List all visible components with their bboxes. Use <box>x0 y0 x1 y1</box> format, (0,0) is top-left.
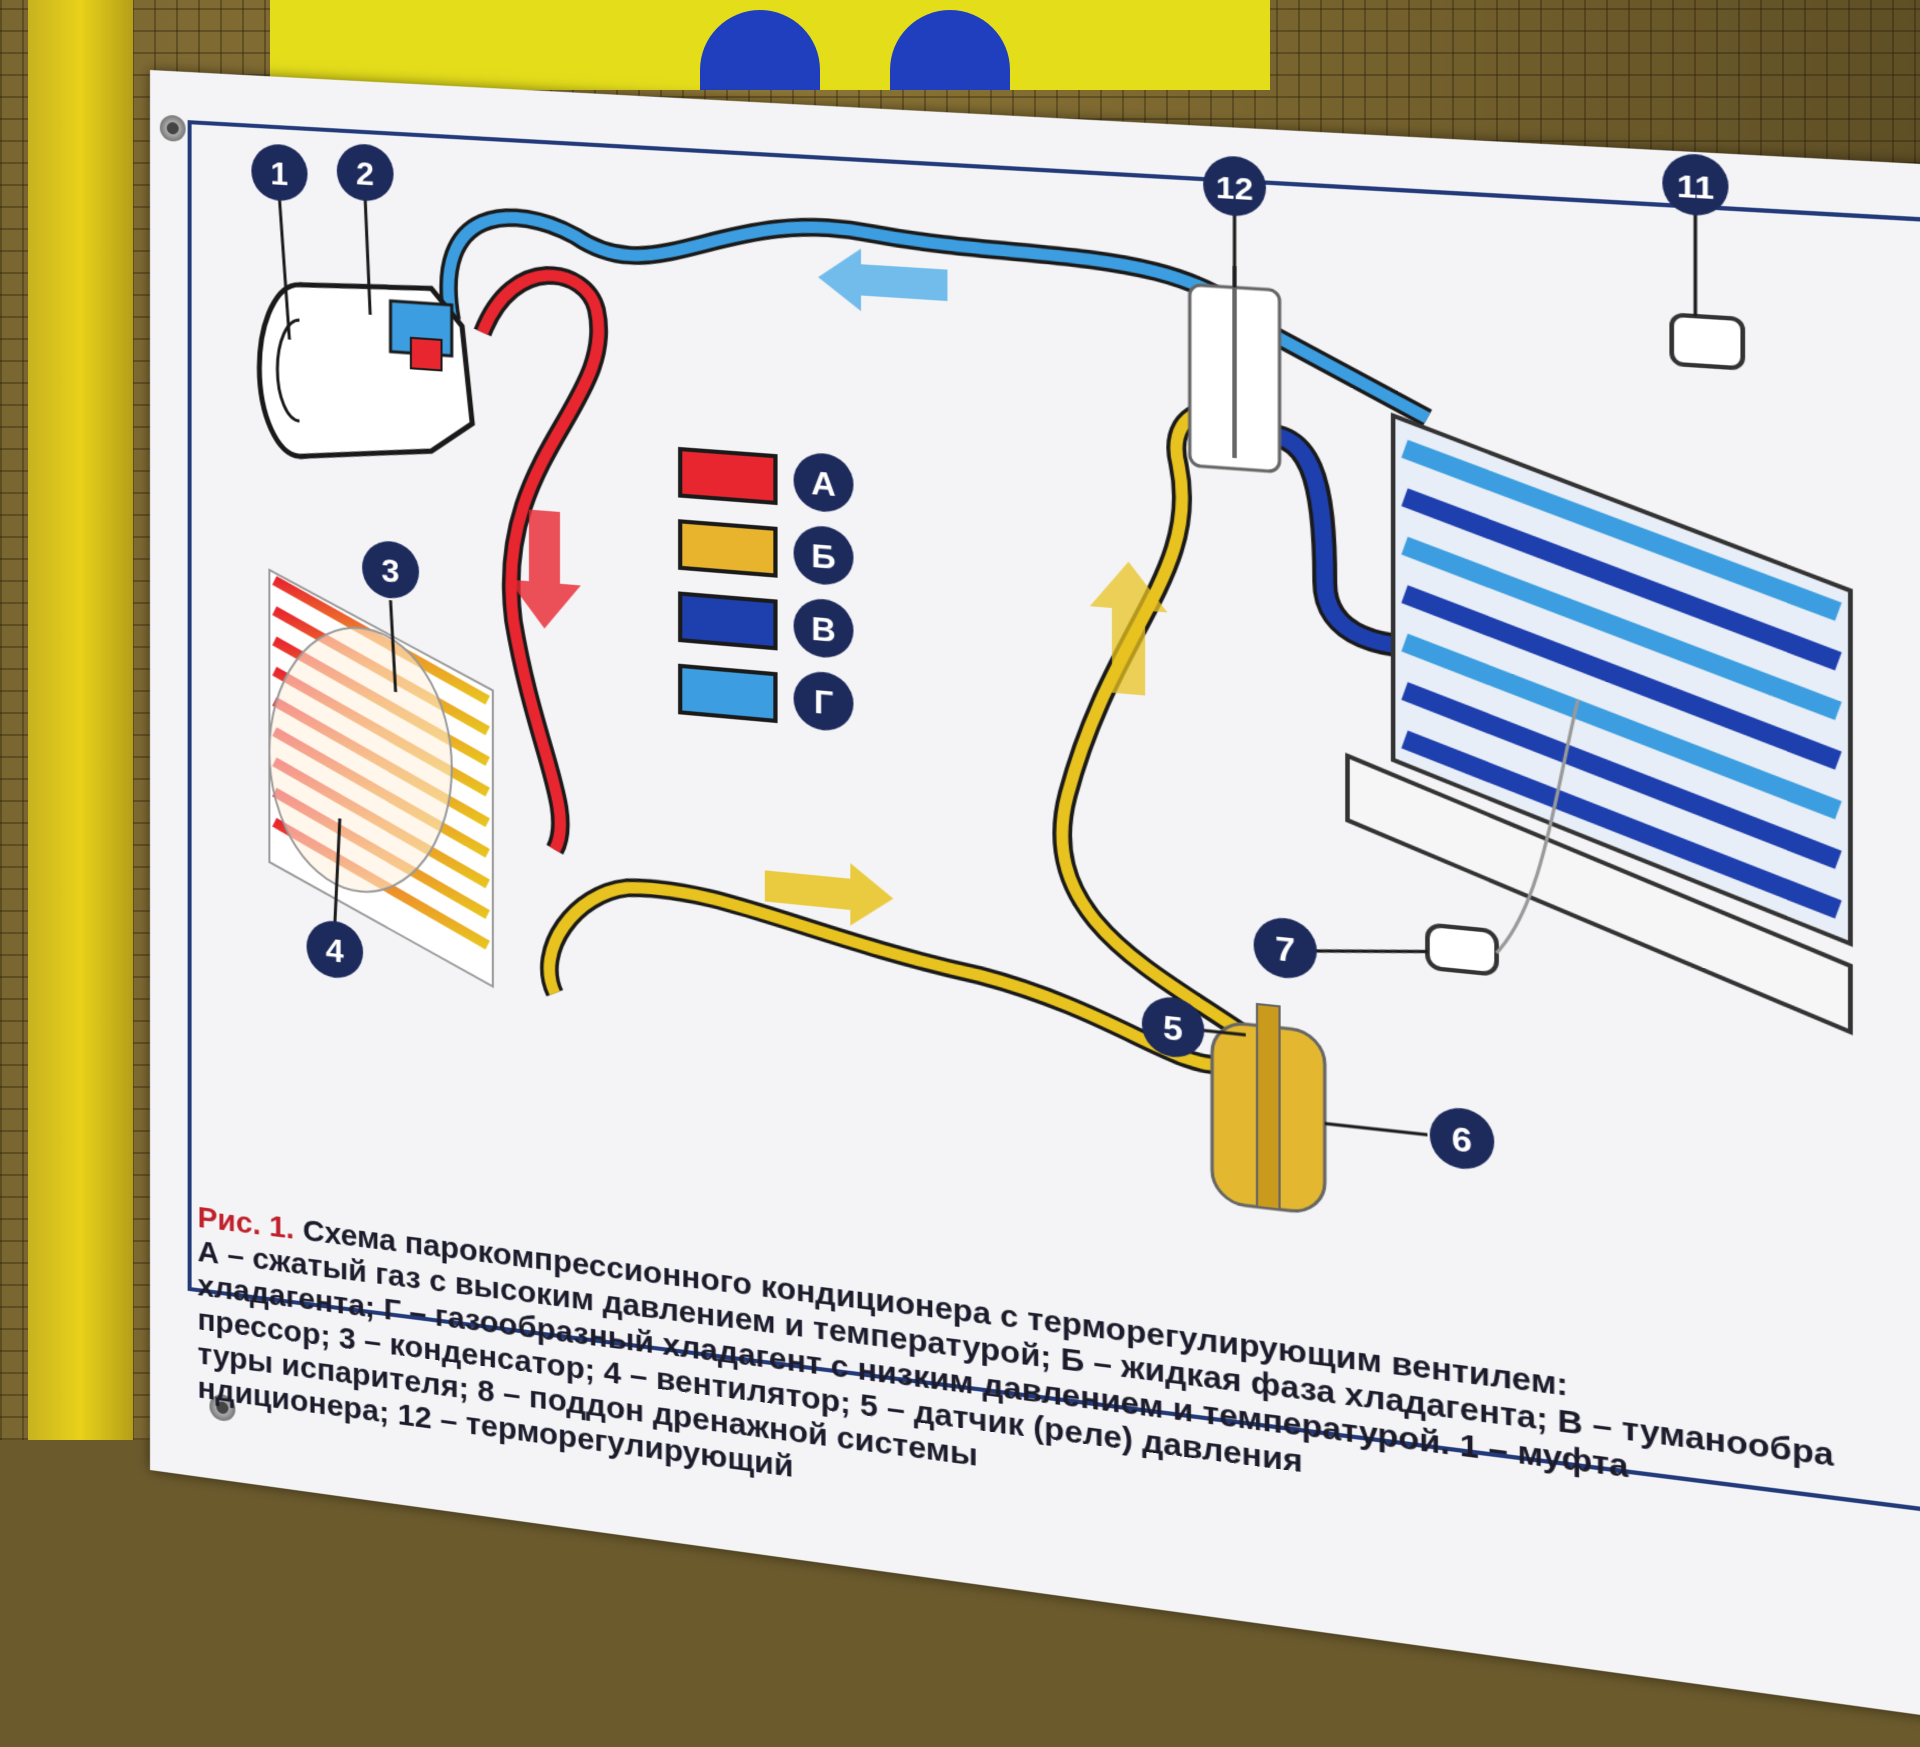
legend-letter-g: Г <box>814 682 833 721</box>
legend: А Б В Г <box>680 443 854 734</box>
legend-swatch-v <box>680 594 775 649</box>
relay-icon <box>1672 315 1743 369</box>
expansion-valve-icon <box>1190 263 1280 472</box>
legend-swatch-b <box>680 521 775 575</box>
legend-letter-b: Б <box>811 537 836 577</box>
badge-4: 4 <box>306 918 364 981</box>
sign-letter-shape <box>700 10 820 90</box>
badge-3: 3 <box>362 539 420 601</box>
svg-text:3: 3 <box>381 552 399 590</box>
yellow-line <box>549 878 1223 1066</box>
svg-text:1: 1 <box>270 155 288 193</box>
legend-swatch-g <box>680 666 775 721</box>
condenser-icon <box>269 570 492 987</box>
top-sign <box>270 0 1270 90</box>
svg-text:12: 12 <box>1216 170 1253 207</box>
svg-text:2: 2 <box>356 155 374 193</box>
svg-text:11: 11 <box>1677 168 1715 206</box>
legend-letter-a: А <box>811 464 836 504</box>
svg-text:4: 4 <box>326 931 344 970</box>
poster: А Б В Г 1 2 <box>150 70 1920 1746</box>
badge-1: 1 <box>251 142 308 203</box>
compressor-icon <box>259 277 472 469</box>
badge-6: 6 <box>1429 1104 1495 1173</box>
svg-text:6: 6 <box>1452 1119 1473 1160</box>
badge-5: 5 <box>1141 994 1205 1061</box>
drain-pan-icon <box>1348 756 1851 1032</box>
badge-11: 11 <box>1662 152 1729 218</box>
legend-letter-v: В <box>811 609 836 649</box>
svg-text:5: 5 <box>1163 1008 1183 1049</box>
ac-scheme-diagram: А Б В Г 1 2 <box>150 142 1920 1443</box>
legend-swatch-a <box>680 449 775 503</box>
badge-7: 7 <box>1253 915 1317 982</box>
yellow-post <box>28 0 133 1440</box>
sign-letter-shape <box>890 10 1010 90</box>
yellow-line-up-fill <box>1062 401 1246 1035</box>
flow-arrow-left-icon <box>818 245 948 317</box>
badge-2: 2 <box>336 142 394 203</box>
receiver-drier-icon <box>1212 999 1325 1214</box>
badge-12: 12 <box>1203 154 1267 218</box>
fan-icon <box>269 620 451 900</box>
evaporator-icon <box>1348 413 1851 1033</box>
svg-text:7: 7 <box>1275 929 1295 970</box>
